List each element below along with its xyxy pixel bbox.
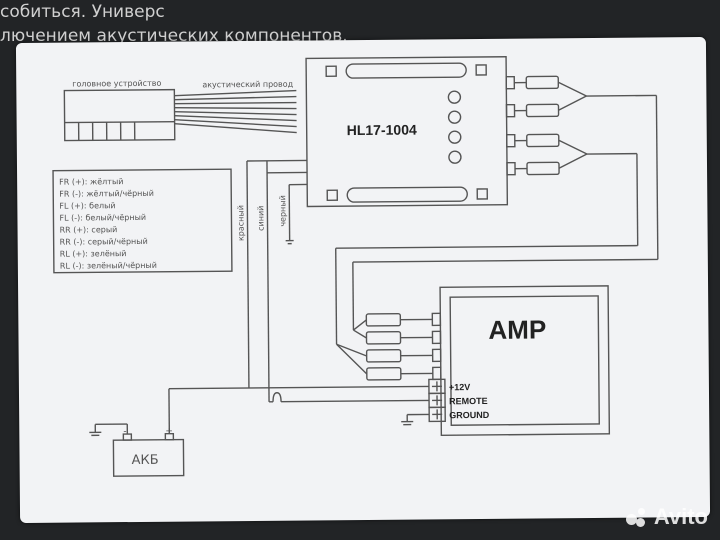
legend-item: RL (+): зелёный	[60, 249, 127, 259]
battery-pos: +	[165, 427, 173, 437]
legend-item: FL (-): белый/чёрный	[59, 213, 146, 223]
instruction-card: головное устройство акустический провод …	[15, 36, 711, 524]
battery-label: АКБ	[132, 453, 159, 468]
legend-item: RR (+): серый	[60, 225, 118, 235]
legend-item: RR (-): серый/чёрный	[60, 237, 148, 247]
head-unit	[63, 88, 176, 142]
avito-watermark: Avito	[625, 504, 708, 530]
amp-label: AMP	[488, 314, 546, 345]
wiring-diagram: головное устройство акустический провод …	[52, 56, 659, 477]
wire-blue-label: синий	[256, 206, 265, 231]
avito-logo-icon	[625, 506, 648, 528]
legend-lines: FR (+): жёлтый FR (-): жёлтый/чёрный FL …	[59, 177, 157, 271]
legend-box	[52, 168, 233, 274]
head-unit-label: головное устройство	[72, 79, 161, 89]
legend-item: FL (+): белый	[59, 201, 115, 210]
battery-neg: -	[123, 427, 126, 437]
terminal-remote: REMOTE	[449, 396, 488, 406]
legend-item: FR (-): жёлтый/чёрный	[59, 189, 154, 199]
wire-red-label: красный	[236, 205, 245, 241]
terminal-ground: GROUND	[449, 410, 490, 420]
legend-item: FR (+): жёлтый	[59, 177, 123, 187]
converter-model: HL17-1004	[347, 122, 417, 139]
battery	[112, 438, 185, 477]
terminal-12v: +12V	[449, 382, 470, 392]
wire-black-label: черный	[278, 195, 287, 227]
converter-box	[305, 56, 509, 208]
avito-text: Avito	[653, 504, 708, 529]
header-line-1: собиться. Универс	[0, 2, 165, 22]
amp-box	[439, 285, 611, 437]
acoustic-wire-label: акустический провод	[202, 80, 293, 90]
legend-item: RL (-): зелёный/чёрный	[60, 261, 157, 271]
